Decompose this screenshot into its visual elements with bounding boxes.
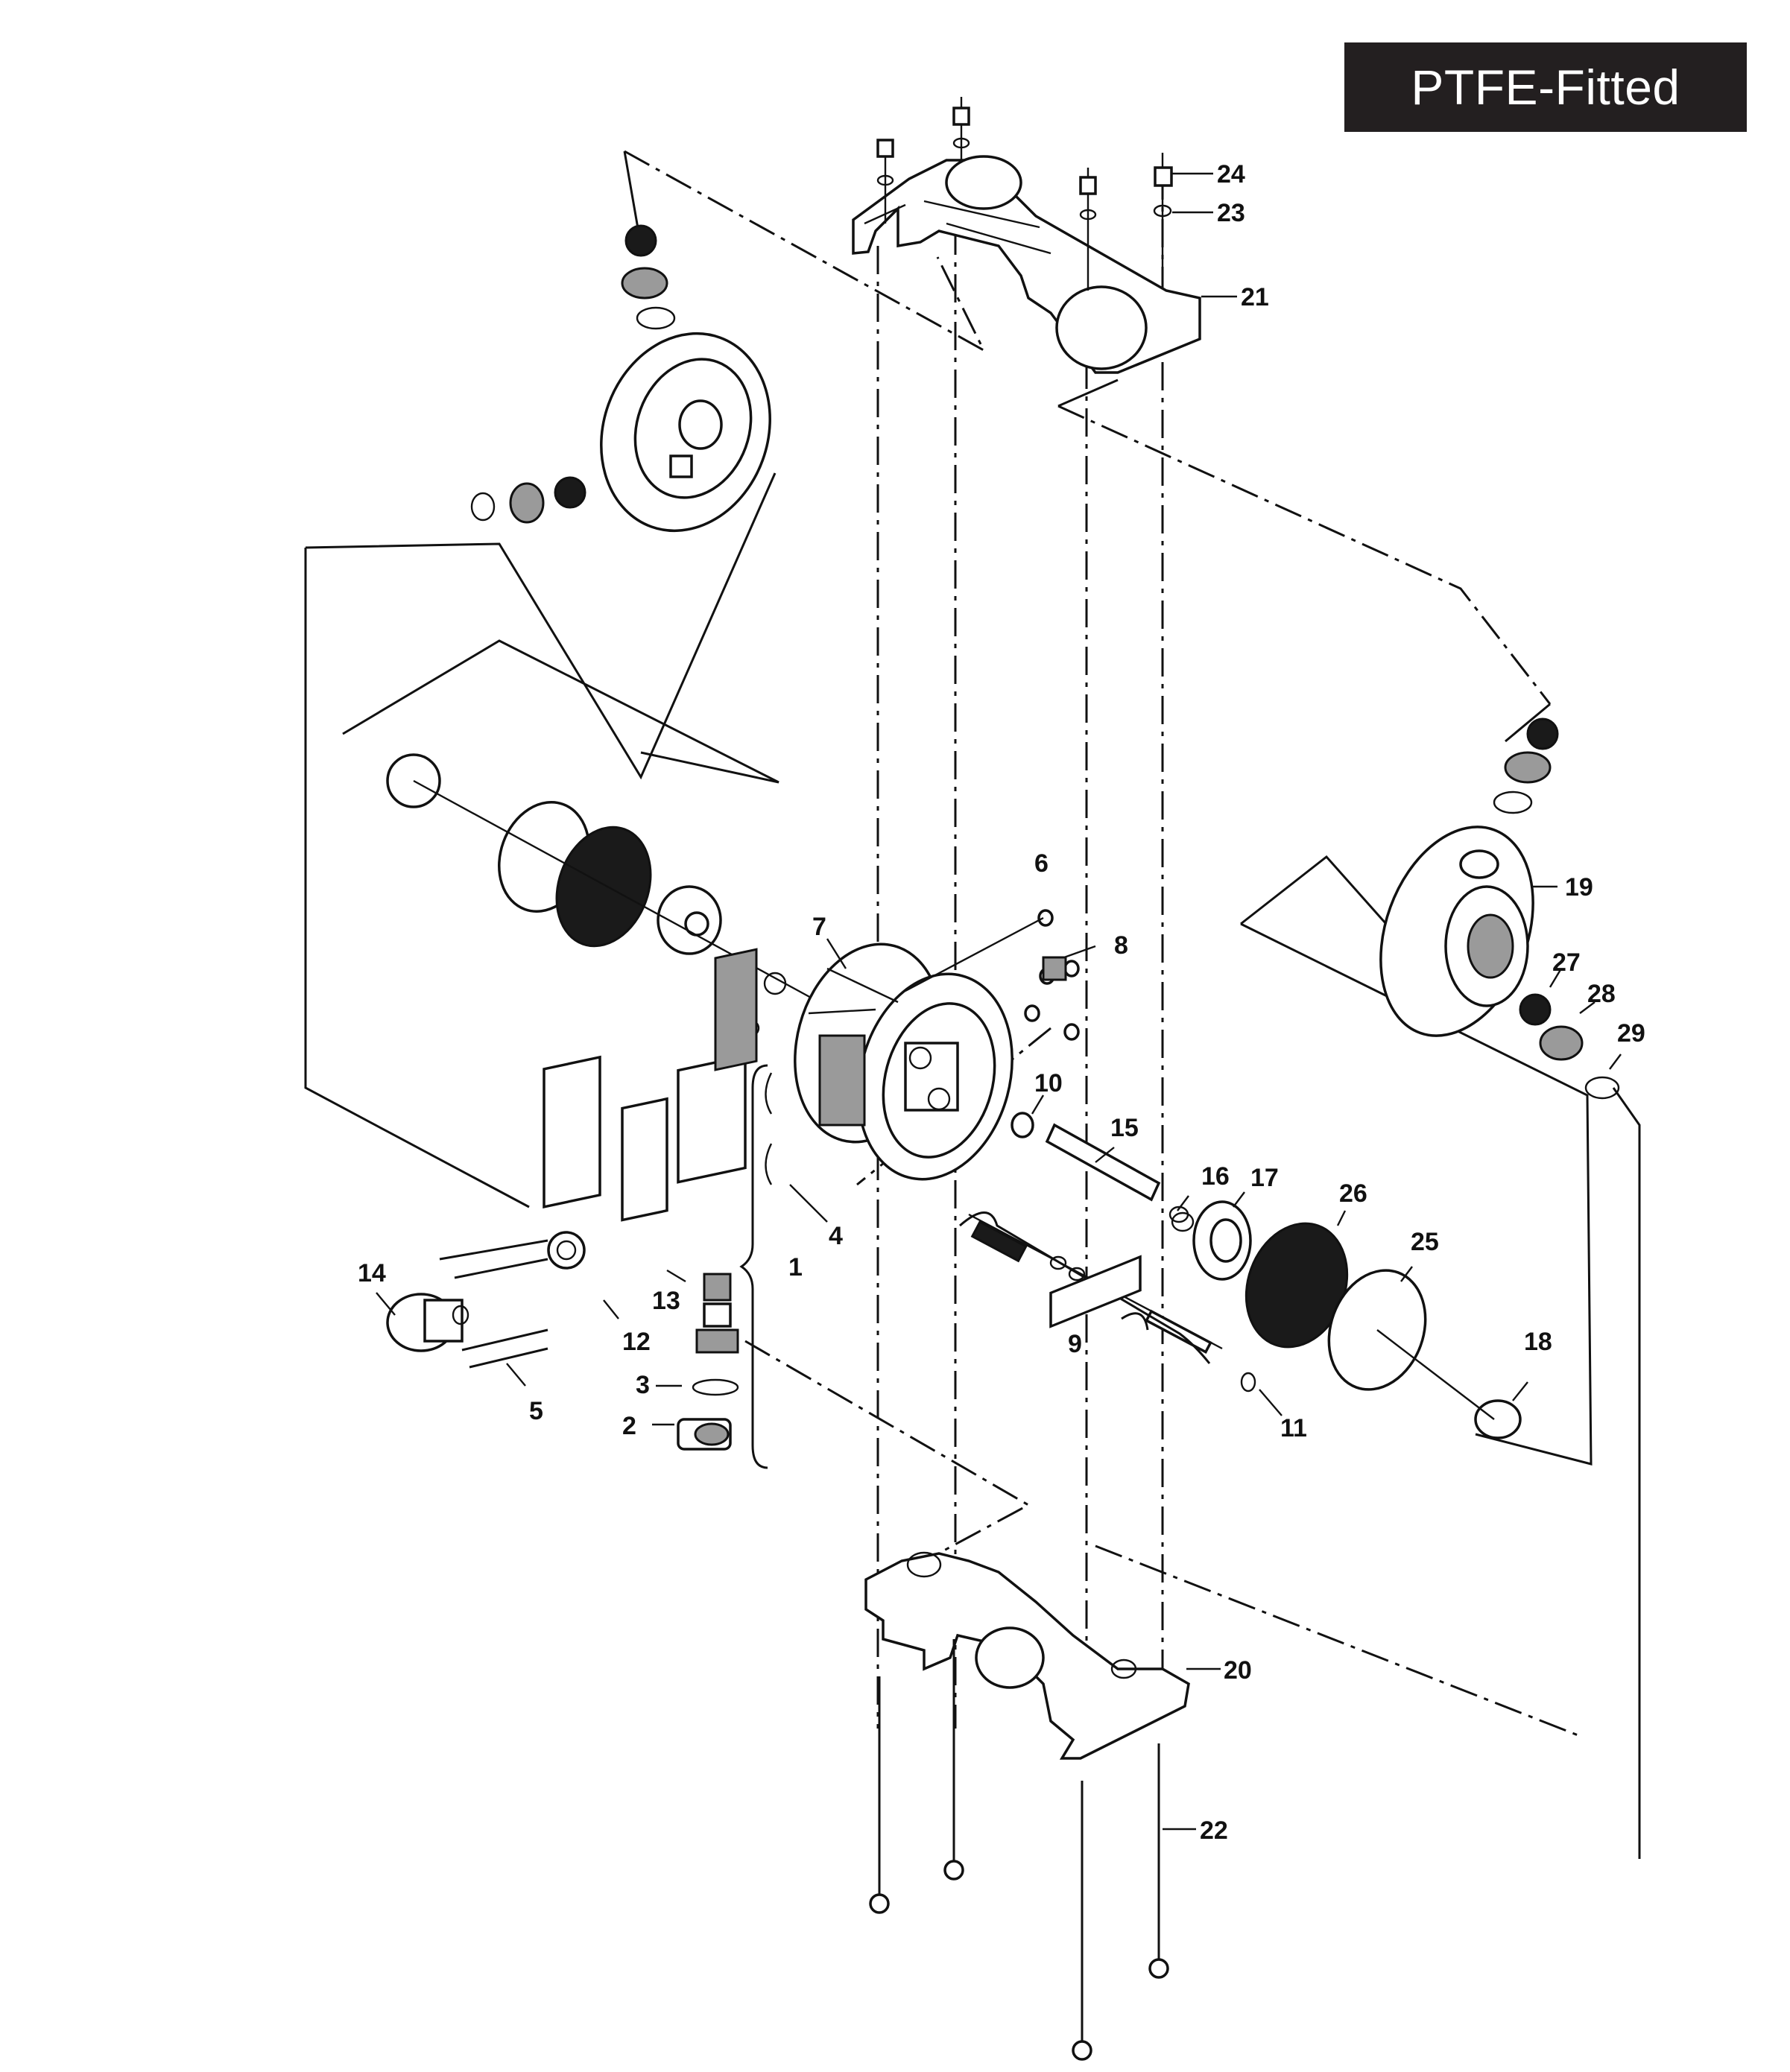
right-top-valve-stack <box>1493 717 1559 814</box>
callout-26: 26 <box>1339 1179 1367 1208</box>
callout-22: 22 <box>1200 1816 1228 1845</box>
callout-5: 5 <box>529 1397 543 1425</box>
callout-29: 29 <box>1617 1019 1645 1048</box>
callout-21: 21 <box>1241 283 1269 311</box>
callout-15: 15 <box>1110 1114 1139 1142</box>
callout-23: 23 <box>1217 199 1245 227</box>
callout-17: 17 <box>1250 1164 1279 1192</box>
callout-25: 25 <box>1411 1228 1439 1256</box>
left-bottom-valve-stack <box>470 476 586 524</box>
right-bottom-valve-stack <box>1519 993 1620 1100</box>
top-studs <box>876 97 1173 291</box>
callout-19: 19 <box>1565 873 1593 902</box>
nut-stud-4 <box>1153 153 1173 283</box>
callout-7: 7 <box>812 913 826 941</box>
right-diaphragm-group <box>1171 1200 1522 1439</box>
callout-3: 3 <box>636 1371 650 1399</box>
callout-28: 28 <box>1587 980 1616 1008</box>
center-section <box>794 942 1013 1181</box>
bottom-inlet-manifold <box>864 1255 1190 1760</box>
left-outer-chamber <box>600 332 771 533</box>
center-fasteners <box>905 909 1080 1138</box>
callout-11: 11 <box>1280 1414 1307 1442</box>
callout-24: 24 <box>1217 160 1245 188</box>
callout-4: 4 <box>829 1222 843 1250</box>
nut-stud-2 <box>952 97 970 160</box>
callout-20: 20 <box>1224 1656 1252 1685</box>
ptfe-fitted-badge: PTFE-Fitted <box>1344 42 1747 132</box>
callout-2: 2 <box>622 1412 636 1440</box>
callout-27: 27 <box>1552 948 1581 977</box>
leader-frames <box>304 151 1641 1859</box>
callout-8: 8 <box>1114 931 1128 960</box>
pilot-shaft-group <box>959 1123 1256 1393</box>
left-diaphragm-group <box>386 753 813 1037</box>
callout-18: 18 <box>1524 1328 1552 1356</box>
nut-stud-3 <box>1079 168 1097 291</box>
callout-labels: 1 2 3 4 5 6 7 8 9 10 11 12 13 14 15 16 1… <box>358 160 1645 1845</box>
right-outer-chamber <box>1379 826 1534 1037</box>
bottom-long-bolts <box>869 1639 1169 2061</box>
callout-14: 14 <box>358 1259 386 1287</box>
callout-16: 16 <box>1201 1162 1230 1191</box>
left-top-valve-stack <box>621 224 676 330</box>
callout-13: 13 <box>652 1287 680 1315</box>
callout-6: 6 <box>1034 849 1049 878</box>
nut-stud-1 <box>876 139 894 224</box>
callout-12: 12 <box>622 1328 651 1356</box>
callout-9: 9 <box>1068 1330 1082 1358</box>
pilot-valve-stack <box>677 1273 739 1451</box>
callout-1: 1 <box>788 1253 803 1281</box>
top-discharge-manifold <box>852 155 1201 374</box>
callout-10: 10 <box>1034 1069 1063 1097</box>
air-valve-assembly <box>386 948 773 1469</box>
callout-leaders <box>376 172 1622 1831</box>
